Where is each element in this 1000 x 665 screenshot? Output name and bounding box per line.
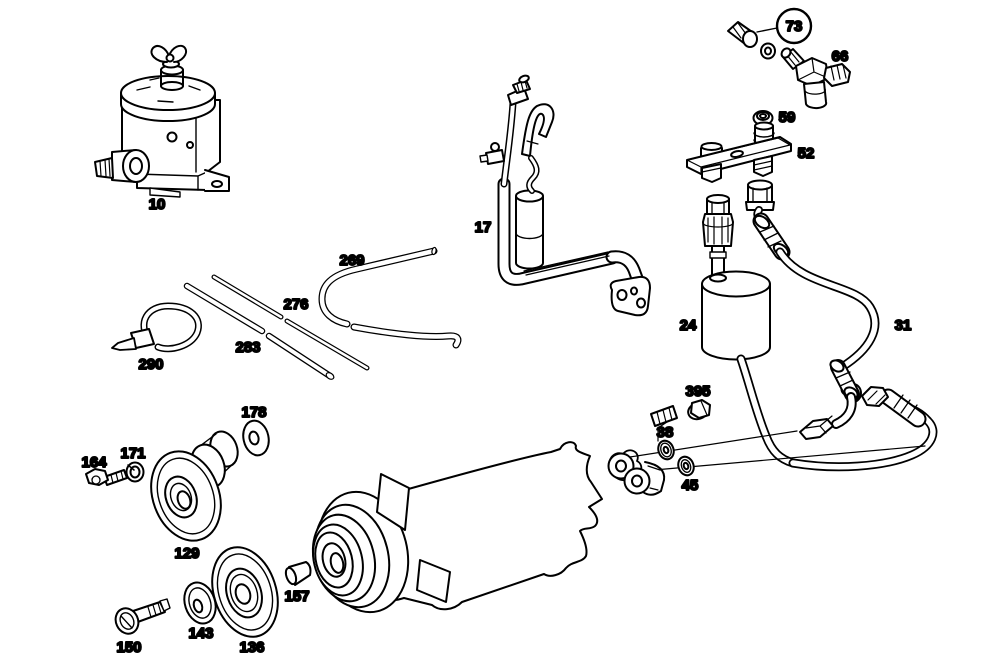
part-164-bolt-drawing: [85, 468, 128, 486]
part-171-lock-washer-drawing: [125, 461, 145, 483]
part-label-73: 73: [786, 18, 803, 35]
part-label-395: 395: [685, 383, 710, 400]
part-129-pulley-drawing: [150, 430, 239, 542]
part-label-45: 45: [682, 477, 699, 494]
part-label-164: 164: [81, 454, 107, 471]
part-31-hose-drawing: [745, 179, 938, 472]
part-157-pin-drawing: [284, 561, 312, 586]
part-283-hose-drawing: [183, 282, 335, 380]
part-136-pulley-drawing: [211, 546, 279, 638]
part-label-129: 129: [174, 545, 199, 562]
part-52-bracket-plate-drawing: [686, 121, 792, 183]
part-269-formed-hose-drawing: [318, 246, 462, 349]
part-label-66: 66: [832, 48, 849, 65]
part-38-washer-drawing: [657, 439, 675, 461]
pump-body-drawing: [312, 441, 643, 614]
part-395-bolt-drawing: [650, 399, 711, 427]
part-17-pipe-assembly-drawing: [479, 74, 651, 317]
part-178-washer-drawing: [242, 419, 270, 457]
part-label-59: 59: [779, 109, 796, 126]
part-label-276: 276: [283, 296, 308, 313]
part-labels: 10 17 73 66 59 52 24 31 269 276 283 290 …: [80, 17, 912, 657]
part-label-52: 52: [798, 145, 815, 162]
part-73-plug-drawing: [727, 7, 813, 60]
part-label-178: 178: [241, 404, 266, 421]
banjo-fitting-drawing: [607, 452, 666, 496]
part-label-136: 136: [239, 639, 264, 656]
part-45-washer-drawing: [677, 455, 695, 477]
balloon-73: [775, 7, 813, 45]
part-label-283: 283: [235, 339, 260, 356]
part-label-38: 38: [657, 424, 674, 441]
part-label-31: 31: [895, 317, 912, 334]
part-label-269: 269: [339, 252, 364, 269]
part-290-cable-tie-drawing: [111, 302, 202, 353]
part-10-pump-drawing: [94, 44, 230, 198]
part-66-elbow-fitting-drawing: [780, 47, 851, 110]
part-label-10: 10: [149, 196, 166, 213]
part-label-150: 150: [116, 639, 141, 656]
part-label-143: 143: [188, 625, 213, 642]
part-label-157: 157: [284, 588, 309, 605]
part-276-tube-drawing: [211, 274, 370, 371]
part-label-171: 171: [120, 445, 145, 462]
part-150-bolt-drawing: [114, 598, 171, 635]
part-143-cup-washer-drawing: [183, 581, 217, 625]
part-label-290: 290: [138, 356, 163, 373]
part-label-17: 17: [475, 219, 492, 236]
part-label-24: 24: [680, 317, 697, 334]
